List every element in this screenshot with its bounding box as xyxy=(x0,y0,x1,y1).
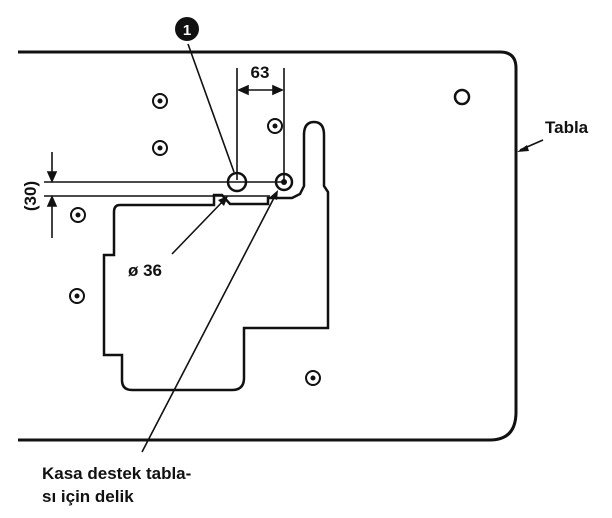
hole-label-leader xyxy=(141,190,278,453)
hole-label-line1: Kasa destek tabla- xyxy=(42,464,191,483)
table-top-outline xyxy=(18,50,518,442)
dimension-30-label: (30) xyxy=(21,181,40,211)
diameter-label: ø 36 xyxy=(128,261,162,280)
dimension-30-lines xyxy=(44,152,284,238)
mounting-hole xyxy=(152,93,168,109)
callout-badge-number: 1 xyxy=(183,22,191,39)
hole-label-line2: sı için delik xyxy=(42,487,134,506)
dimension-63-lines xyxy=(236,68,285,180)
mounting-hole xyxy=(69,288,85,304)
mounting-hole xyxy=(267,118,283,134)
badge-leader xyxy=(187,43,235,173)
callout-badge: 1 xyxy=(175,17,199,41)
machine-bed-cutout xyxy=(102,120,330,392)
mounting-hole xyxy=(305,370,321,386)
diameter-leader xyxy=(171,196,228,255)
mounting-hole xyxy=(70,207,86,223)
dimension-63-label: 63 xyxy=(251,63,270,82)
table-label-leader xyxy=(517,139,544,152)
plain-hole xyxy=(453,88,471,106)
table-label: Tabla xyxy=(545,118,589,137)
mounting-hole xyxy=(152,140,168,156)
